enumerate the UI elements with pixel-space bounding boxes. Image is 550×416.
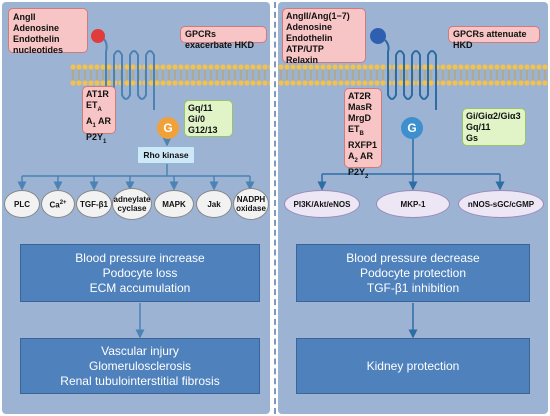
ligand-label: Adenosine (286, 22, 333, 32)
effector-mkp-1: MKP-1 (376, 190, 450, 218)
right-gpcr-receptor (370, 28, 437, 110)
left-ligands-box: AngII Adenosine Endothelin nucleotides (8, 8, 88, 55)
receptor-label: P2Y2 (348, 166, 369, 180)
receptor-label: ETB (348, 124, 364, 137)
outcome-label: TGF-β1 inhibition (366, 280, 460, 295)
left-title: GPCRs exacerbate HKD (185, 29, 255, 50)
ligand-label: Endothelin (13, 34, 60, 44)
gprotein-label: Gs (466, 133, 479, 143)
ligand-label: AngII (13, 12, 36, 22)
outcome-label: Vascular injury (101, 343, 179, 358)
right-title-box: GPCRs attenuate HKD (448, 26, 540, 50)
right-receptors-box: AT2R MasR MrgD ETB RXFP1 A2 AR P2Y2 (344, 88, 382, 179)
effector-nnos-sgc-cgmp: nNOS-sGC/cGMP (458, 190, 544, 218)
right-gprotein-box: Gi/Giα2/Giα3 Gq/11 Gs (462, 108, 526, 146)
outcome-label: Podocyte loss (102, 265, 178, 280)
left-outcome-box-2: Vascular injury Glomerulosclerosis Renal… (20, 338, 260, 394)
ligand-label: AngII/Ang(1−7) (286, 11, 350, 21)
ligand-label: nucleotides (13, 45, 64, 55)
left-cell-membrane (70, 64, 270, 86)
ligand-label: Relaxin (286, 55, 319, 65)
ligand-label: Adenosine (13, 23, 60, 33)
receptor-label: ETA (86, 100, 102, 113)
outcome-label: Podocyte protection (359, 265, 467, 280)
effector-nadph-oxidase: NADPH oxidase (233, 188, 269, 220)
left-gprotein-box: Gq/11 Gi/0 G12/13 (184, 100, 233, 137)
left-title-box: GPCRs exacerbate HKD (180, 26, 267, 50)
receptor-label: MrgD (348, 113, 371, 123)
effector-calcium: Ca2+ (41, 190, 75, 218)
rho-kinase-box: Rho kinase (137, 146, 195, 164)
receptor-label: P2Y1 (86, 131, 107, 145)
gprotein-label: Gq/11 (188, 103, 213, 113)
gprotein-label: Gq/11 (466, 122, 491, 132)
outcome-label: Blood pressure increase (75, 250, 205, 265)
right-receptor-ball (370, 28, 386, 44)
outcome-label: Glomerulosclerosis (88, 358, 192, 373)
effector-jak: Jak (196, 190, 232, 218)
left-receptor-ball (91, 29, 105, 43)
left-outcome-box-1: Blood pressure increase Podocyte loss EC… (20, 244, 260, 302)
effector-plc: PLC (4, 190, 40, 218)
outcome-label: ECM accumulation (89, 280, 191, 295)
right-ligands-box: AngII/Ang(1−7) Adenosine Endothelin ATP/… (282, 8, 366, 65)
gprotein-label: Gi/Giα2/Giα3 (466, 111, 521, 121)
receptor-label: RXFP1 (348, 139, 378, 150)
receptor-label: AT2R (348, 91, 371, 101)
panel-divider (274, 2, 276, 414)
effector-tgf-beta1: TGF-β1 (76, 190, 112, 218)
right-title: GPCRs attenuate HKD (453, 29, 527, 50)
outcome-label: Renal tubulointerstitial fibrosis (60, 373, 220, 388)
effector-adenylate-cyclase: adneylate cyclase (112, 188, 152, 220)
receptor-label: MasR (348, 102, 373, 112)
ligand-label: Endothelin (286, 33, 333, 43)
right-outcome-box-2: Kidney protection (296, 338, 530, 394)
gprotein-label: G12/13 (188, 125, 218, 135)
receptor-label: A2 AR (348, 150, 374, 164)
receptor-label: AT1R (86, 89, 109, 99)
receptor-label: A1 AR (86, 115, 112, 129)
outcome-label: Kidney protection (366, 358, 460, 373)
effector-pi3k-akt-enos: PI3K/Akt/eNOS (284, 190, 360, 218)
right-outcome-box-1: Blood pressure decrease Podocyte protect… (296, 244, 530, 302)
left-g-protein-circle: G (157, 117, 179, 139)
ligand-label: ATP/UTP (286, 44, 324, 54)
effector-mapk: MAPK (154, 190, 194, 218)
gprotein-label: Gi/0 (188, 114, 206, 124)
right-g-protein-circle: G (401, 117, 423, 139)
left-receptors-box: AT1R ETA A1 AR P2Y1 (82, 86, 116, 144)
outcome-label: Blood pressure decrease (346, 250, 480, 265)
